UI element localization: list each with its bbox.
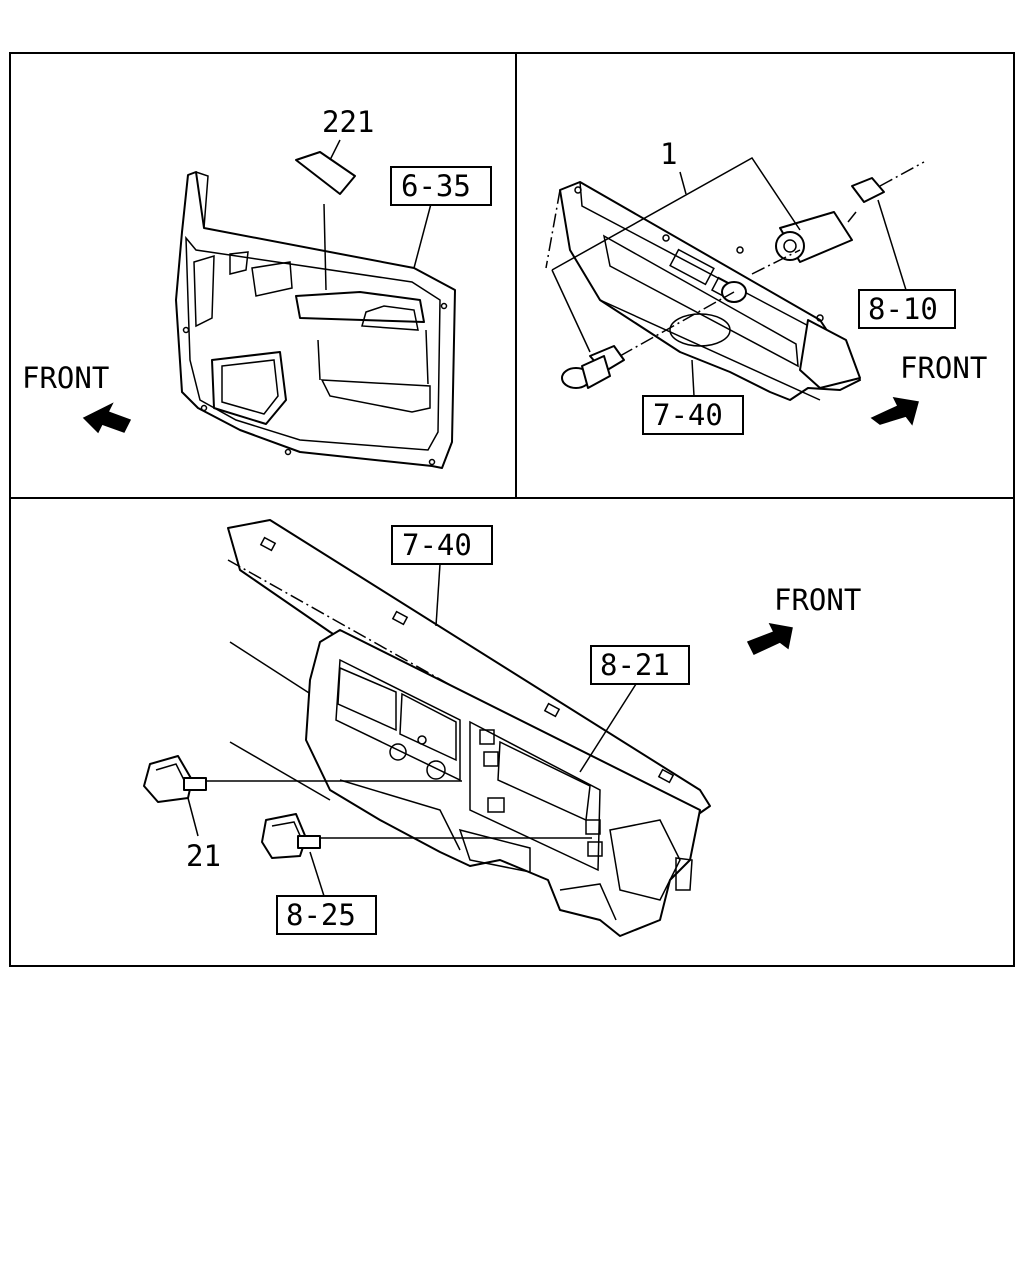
ref-box-7-40-panel: 7-40 [642, 395, 744, 435]
part-221-cover [295, 151, 356, 195]
ref-label-7-40-dash: 7-40 [402, 528, 472, 562]
ref-box-6-35: 6-35 [390, 166, 492, 206]
switch-panel-assembly [545, 157, 925, 401]
part-number-21: 21 [186, 839, 221, 873]
front-label-dash: FRONT [774, 583, 861, 617]
ref-box-8-21: 8-21 [590, 645, 690, 685]
rotary-switch [775, 211, 857, 263]
switch-8-25 [261, 813, 592, 859]
ref-label-7-40-panel: 7-40 [653, 398, 723, 432]
connector-8-10 [851, 177, 885, 203]
front-label-panel: FRONT [900, 351, 987, 385]
front-arrow-icon [82, 402, 132, 434]
ref-label-8-21: 8-21 [600, 648, 670, 682]
front-arrow-icon [746, 622, 793, 655]
dashboard-assembly [143, 519, 711, 937]
outer-frame [9, 52, 1015, 967]
front-arrow-icon [870, 397, 919, 426]
ref-label-8-25: 8-25 [286, 898, 356, 932]
ref-box-8-10: 8-10 [858, 289, 956, 329]
ref-box-8-25: 8-25 [276, 895, 377, 935]
part-number-1: 1 [660, 137, 677, 171]
ref-box-7-40-dash: 7-40 [391, 525, 493, 565]
front-label-door: FRONT [22, 361, 109, 395]
door-trim-panel [175, 139, 456, 469]
ref-label-8-10: 8-10 [868, 292, 938, 326]
ref-label-6-35: 6-35 [401, 169, 471, 203]
switch-21 [143, 755, 462, 803]
part-number-221: 221 [322, 105, 374, 139]
cigar-lighter [561, 345, 625, 389]
